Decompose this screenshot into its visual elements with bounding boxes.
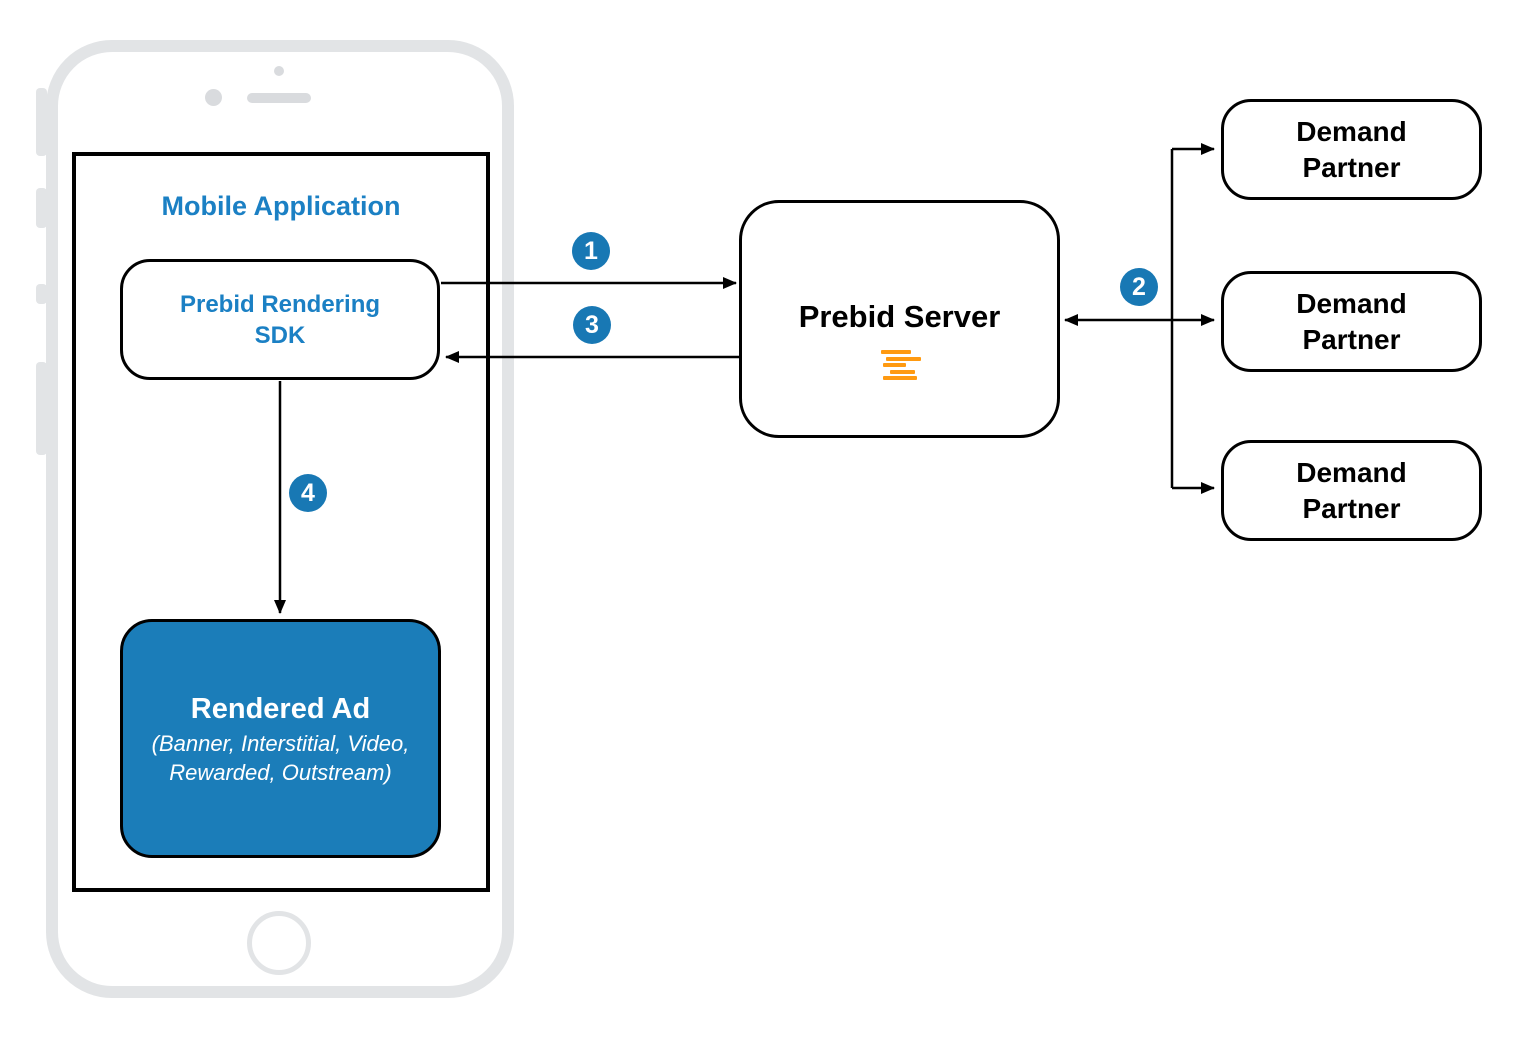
- prebid-rendering-sdk-label: Prebid Rendering SDK: [179, 290, 381, 349]
- step-number: 4: [301, 478, 315, 507]
- prebid-logo-bar: [880, 350, 911, 354]
- phone-side-button-icon: [36, 188, 47, 228]
- prebid-logo-bar: [889, 369, 915, 374]
- phone-sensor-icon: [205, 89, 222, 106]
- demand-partner-label: Demand Partner: [1296, 287, 1407, 355]
- prebid-server-box: Prebid Server: [739, 200, 1060, 438]
- demand-partner-box-2: Demand Partner: [1221, 271, 1482, 372]
- step-badge-2: 2: [1120, 268, 1158, 306]
- rendered-ad-formats: (Banner, Interstitial, Video, Rewarded, …: [151, 730, 410, 785]
- phone-side-button-icon: [36, 284, 47, 304]
- demand-partner-box-1: Demand Partner: [1221, 99, 1482, 200]
- step-badge-1: 1: [572, 232, 610, 270]
- demand-partner-label: Demand Partner: [1296, 456, 1407, 524]
- prebid-logo-bar: [882, 363, 906, 367]
- step-number: 2: [1132, 272, 1146, 301]
- phone-side-button-icon: [36, 362, 47, 455]
- step-number: 1: [584, 236, 598, 265]
- prebid-logo-icon: [878, 350, 922, 381]
- demand-partner-box-3: Demand Partner: [1221, 440, 1482, 541]
- demand-partner-label: Demand Partner: [1296, 115, 1407, 183]
- rendered-ad-title: Rendered Ad: [190, 692, 371, 725]
- rendered-ad-box: Rendered Ad (Banner, Interstitial, Video…: [120, 619, 441, 858]
- prebid-rendering-sdk-box: Prebid Rendering SDK: [120, 259, 440, 380]
- prebid-logo-bar: [882, 376, 917, 380]
- step-number: 3: [585, 310, 599, 339]
- mobile-application-title: Mobile Application: [161, 191, 401, 221]
- prebid-logo-bar: [885, 356, 921, 361]
- phone-speaker-icon: [247, 93, 311, 103]
- phone-camera-icon: [274, 66, 284, 76]
- prebid-server-title: Prebid Server: [798, 299, 1001, 334]
- phone-home-button-icon: [247, 911, 311, 975]
- step-badge-4: 4: [289, 474, 327, 512]
- step-badge-3: 3: [573, 306, 611, 344]
- phone-side-button-icon: [36, 88, 47, 156]
